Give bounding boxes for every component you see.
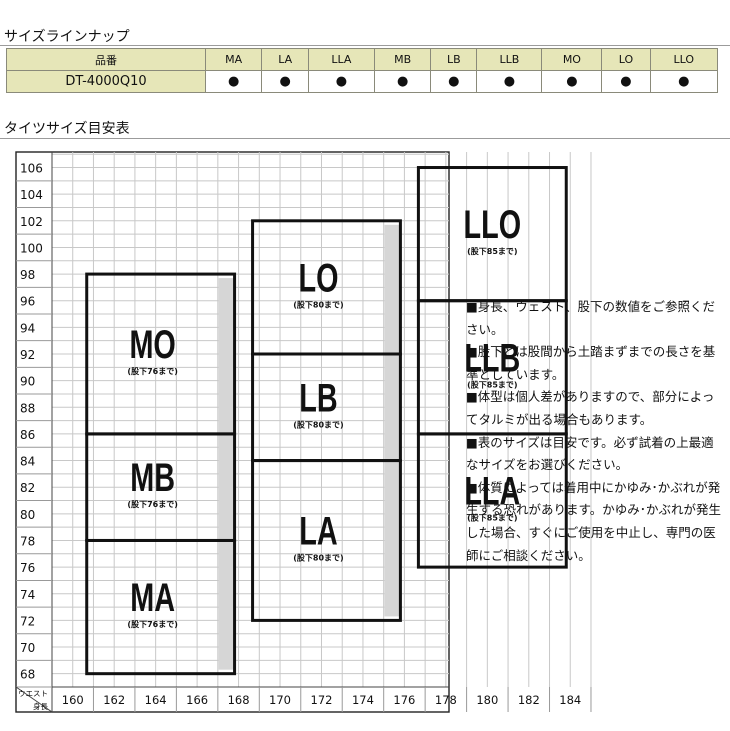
y-tick-label: 70 bbox=[20, 641, 35, 655]
y-tick-label: 76 bbox=[20, 561, 35, 575]
y-tick-label: 86 bbox=[20, 428, 35, 442]
y-tick-label: 80 bbox=[20, 508, 35, 522]
x-tick-label: 184 bbox=[559, 693, 581, 707]
x-tick-label: 182 bbox=[518, 693, 540, 707]
note-item: ■股下とは股間から土踏まずまでの長さを基準としています。 bbox=[466, 344, 716, 382]
size-label: MA bbox=[130, 576, 175, 621]
y-tick-label: 90 bbox=[20, 375, 35, 389]
group-shadow bbox=[384, 224, 401, 617]
size-label: LLO bbox=[464, 203, 522, 248]
availability-mark: ● bbox=[649, 70, 719, 93]
y-tick-label: 98 bbox=[20, 268, 35, 282]
availability-mark: ● bbox=[373, 70, 432, 93]
note-item: ■体質によっては着用中にかゆみ･かぶれが発生する恐れがあります。かゆみ･かぶれが… bbox=[466, 479, 722, 563]
note-item: ■身長、ウェスト、股下の数値をご参照ください。 bbox=[466, 299, 716, 337]
size-note: (股下80まで) bbox=[293, 419, 343, 429]
size-note: (股下80まで) bbox=[293, 299, 343, 309]
size-label: LLB bbox=[464, 336, 520, 381]
availability-mark: ● bbox=[204, 70, 263, 93]
availability-mark: ● bbox=[308, 70, 375, 93]
chart-divider bbox=[0, 138, 730, 139]
lineup-row: DT-4000Q10 ● ● ● ● ● ● ● ● ● bbox=[6, 70, 719, 93]
group-shadow bbox=[218, 278, 235, 670]
lineup-size-header: LO bbox=[601, 48, 651, 71]
availability-mark: ● bbox=[261, 70, 310, 93]
size-note: (股下76まで) bbox=[127, 366, 177, 376]
x-tick-label: 178 bbox=[435, 693, 457, 707]
y-tick-label: 84 bbox=[20, 455, 35, 469]
lineup-size-header: LLB bbox=[476, 48, 543, 71]
size-box bbox=[251, 219, 402, 356]
y-tick-label: 74 bbox=[20, 588, 35, 602]
corner-diagonal bbox=[15, 686, 53, 713]
x-tick-label: 174 bbox=[352, 693, 374, 707]
y-tick-label: 92 bbox=[20, 348, 35, 362]
size-box bbox=[416, 166, 568, 303]
lineup-size-header: LLO bbox=[649, 48, 719, 71]
y-tick-label: 106 bbox=[20, 162, 43, 176]
availability-mark: ● bbox=[430, 70, 478, 93]
size-label: LO bbox=[298, 256, 338, 301]
lineup-size-header: LLA bbox=[308, 48, 375, 71]
y-tick-label: 104 bbox=[20, 188, 43, 202]
lineup-table: 品番 MA LA LLA MB LB LLB MO LO LLO DT-4000… bbox=[6, 48, 719, 93]
lineup-divider bbox=[0, 45, 730, 46]
note-item: ■表のサイズは目安です。必ず試着の上最適なサイズをお選びください。 bbox=[466, 434, 714, 473]
size-label: LA bbox=[299, 509, 337, 554]
lineup-size-header: LA bbox=[261, 48, 310, 71]
y-tick-label: 78 bbox=[20, 534, 35, 548]
lineup-size-header: MO bbox=[541, 48, 603, 71]
lineup-header-row: 品番 MA LA LLA MB LB LLB MO LO LLO bbox=[6, 48, 719, 71]
chart-title: タイツサイズ目安表 bbox=[4, 121, 130, 137]
size-note: (股下85まで) bbox=[467, 246, 517, 256]
availability-mark: ● bbox=[541, 70, 603, 93]
availability-mark: ● bbox=[476, 70, 543, 93]
size-notes: ■身長、ウェスト、股下の数値をご参照ください。 ■股下とは股間から土踏まずまでの… bbox=[466, 296, 724, 567]
lineup-size-header: LB bbox=[430, 48, 478, 71]
size-label: LB bbox=[299, 376, 337, 421]
note-item: ■体型は個人差がありますので、部分によってタルミが出る場合もあります。 bbox=[466, 389, 715, 427]
x-tick-label: 162 bbox=[103, 693, 125, 707]
lineup-size-header: MA bbox=[204, 48, 263, 71]
x-tick-label: 168 bbox=[228, 693, 250, 707]
lineup-title: サイズラインナップ bbox=[4, 29, 130, 45]
x-tick-label: 176 bbox=[393, 693, 415, 707]
lineup-size-header: MB bbox=[373, 48, 432, 71]
y-tick-label: 72 bbox=[20, 614, 35, 628]
x-tick-label: 166 bbox=[186, 693, 208, 707]
availability-mark: ● bbox=[601, 70, 651, 93]
y-tick-label: 68 bbox=[20, 668, 35, 682]
x-tick-label: 160 bbox=[62, 693, 84, 707]
size-note: (股下76まで) bbox=[127, 619, 177, 629]
x-tick-label: 172 bbox=[311, 693, 333, 707]
y-tick-label: 96 bbox=[20, 295, 35, 309]
corner-label-waist: ウエスト bbox=[18, 689, 48, 698]
y-tick-label: 100 bbox=[20, 241, 43, 255]
size-note: (股下85まで) bbox=[467, 379, 517, 389]
size-box bbox=[85, 272, 237, 436]
x-tick-label: 180 bbox=[476, 693, 498, 707]
y-tick-label: 94 bbox=[20, 321, 35, 335]
size-label: MO bbox=[129, 322, 175, 367]
size-label: LLA bbox=[464, 469, 520, 514]
y-tick-label: 88 bbox=[20, 401, 35, 415]
x-tick-label: 170 bbox=[269, 693, 291, 707]
y-tick-label: 102 bbox=[20, 215, 43, 229]
y-tick-label: 82 bbox=[20, 481, 35, 495]
corner-label-height: 身長 bbox=[33, 701, 48, 711]
size-label: MB bbox=[130, 456, 175, 501]
size-note: (股下85まで) bbox=[467, 513, 517, 523]
x-tick-label: 164 bbox=[145, 693, 167, 707]
size-note: (股下80まで) bbox=[293, 552, 343, 562]
size-note: (股下76まで) bbox=[127, 499, 177, 509]
lineup-model: DT-4000Q10 bbox=[6, 70, 206, 93]
